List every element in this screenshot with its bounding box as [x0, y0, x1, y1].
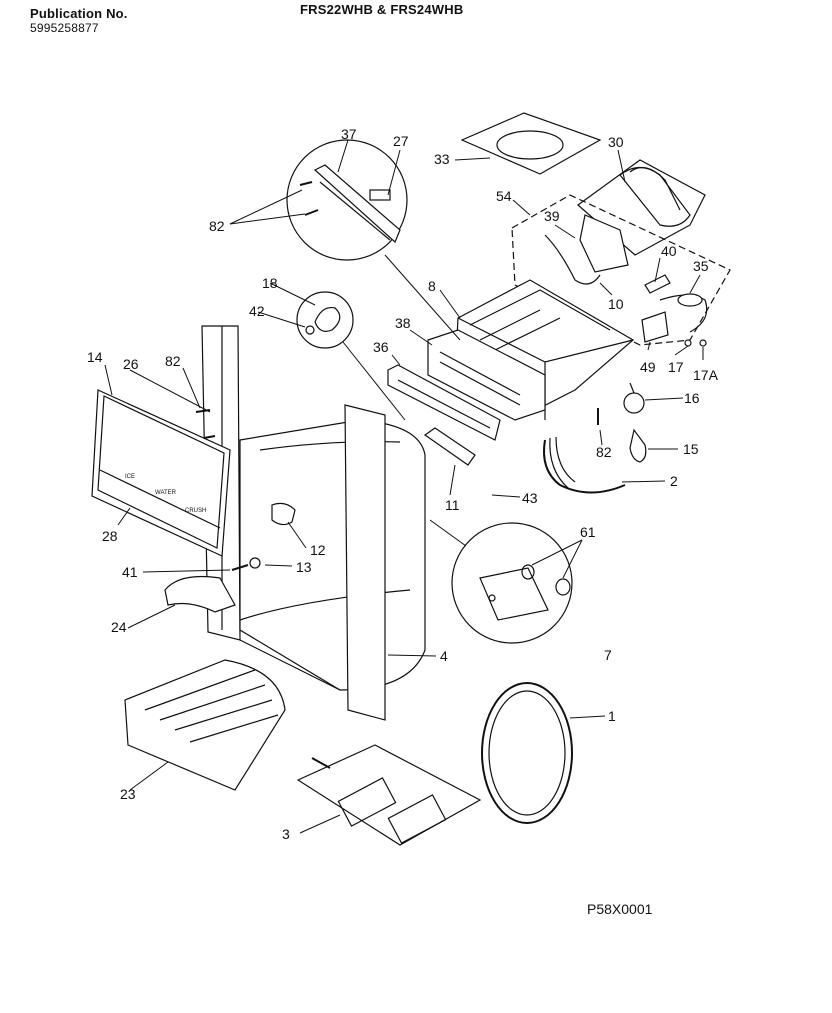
callout-2: 2	[670, 473, 678, 489]
callout-38: 38	[395, 315, 411, 331]
panel-label-ice: ICE	[125, 474, 135, 480]
callout-43: 43	[522, 490, 538, 506]
callout-39: 39	[544, 208, 560, 224]
part-38-board	[427, 329, 546, 421]
callout-13: 13	[296, 559, 312, 575]
callout-82b: 82	[165, 353, 181, 369]
part-12-clip	[271, 502, 296, 526]
part-2-harness	[543, 436, 626, 494]
detail-circle-18-42	[296, 291, 354, 349]
callout-16: 16	[684, 390, 700, 406]
callout-82: 82	[209, 218, 225, 234]
part-1-ring	[481, 682, 573, 824]
callout-12: 12	[310, 542, 326, 558]
part-23-tray	[124, 659, 286, 791]
callout-42: 42	[249, 303, 265, 319]
callout-35: 35	[693, 258, 709, 274]
callout-18: 18	[262, 275, 278, 291]
callout-26: 26	[123, 356, 139, 372]
publication-label: Publication No.	[30, 6, 128, 21]
callout-7: 7	[604, 647, 612, 663]
detail-circle-61-7	[451, 522, 573, 644]
callout-3: 3	[282, 826, 290, 842]
callout-1: 1	[608, 708, 616, 724]
panel-label-crush: CRUSH	[185, 508, 206, 514]
callout-24: 24	[111, 619, 127, 635]
part-main-housing	[239, 419, 426, 691]
callout-11: 11	[445, 497, 460, 513]
figure-code: P58X0001	[587, 901, 653, 917]
part-15-bulb	[629, 428, 647, 463]
callout-8: 8	[428, 278, 436, 294]
callout-82c: 82	[596, 444, 612, 460]
part-16-socket	[623, 382, 645, 414]
model-title: FRS22WHB & FRS24WHB	[300, 2, 464, 17]
part-33-plate	[460, 112, 602, 175]
detail-circle-37-27	[286, 139, 408, 261]
callout-17a: 17A	[693, 367, 719, 383]
callout-36: 36	[373, 339, 389, 355]
part-36-plate	[387, 364, 501, 441]
callout-30: 30	[608, 134, 624, 150]
callout-15: 15	[683, 441, 699, 457]
callout-40: 40	[661, 243, 677, 259]
callout-61: 61	[580, 524, 596, 540]
assembly-54-outline	[511, 194, 731, 346]
callout-33: 33	[434, 151, 450, 167]
callout-41: 41	[122, 564, 138, 580]
panel-label-water: WATER	[155, 490, 177, 496]
part-24-lever	[164, 575, 236, 613]
part-3-heater	[296, 744, 482, 846]
callout-14: 14	[87, 349, 103, 365]
callout-37: 37	[341, 126, 357, 142]
callout-17: 17	[668, 359, 684, 375]
callout-4: 4	[440, 648, 448, 664]
publication-number: 5995258877	[30, 21, 99, 35]
part-11-bracket	[423, 427, 476, 466]
callout-49: 49	[640, 359, 656, 375]
callout-27: 27	[393, 133, 409, 149]
part-14-front-panel: ICE WATER CRUSH	[91, 389, 231, 557]
callout-10: 10	[608, 296, 624, 312]
callout-23: 23	[120, 786, 136, 802]
part-center-bar	[344, 404, 386, 721]
callout-54: 54	[496, 188, 512, 204]
callout-28: 28	[102, 528, 118, 544]
